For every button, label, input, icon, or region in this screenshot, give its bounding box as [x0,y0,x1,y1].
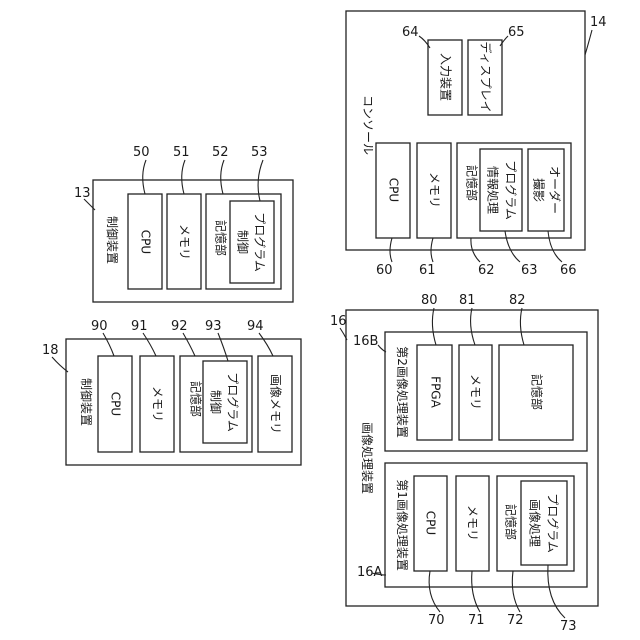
control-18-storage-label: 記憶部 [189,381,204,417]
control-18-image-memory-label: 画像メモリ [269,374,283,434]
console-program-line1: 情報処理 [486,166,500,214]
control-13-cpu-label: CPU [139,230,153,254]
first-program-line1: 画像処理 [528,499,542,547]
control-device-18-title: 制御装置 [79,378,94,426]
first-program-line2: プログラム [546,493,560,553]
console-memory-label: メモリ [428,172,442,208]
ref-18: 18 [42,343,59,358]
second-memory-label: メモリ [469,374,483,410]
fpga-label: FPGA [429,376,443,408]
ref-16a: 16A [357,565,383,580]
console-14: コンソール 14 入力装置 64 ディスプレイ 65 CPU 60 メモリ 61… [346,11,607,278]
ref-64: 64 [402,25,419,40]
second-storage-label: 記憶部 [530,374,545,410]
control-13-program-line1: 制御 [236,230,251,254]
console-input-label: 入力装置 [439,53,453,101]
console-14-title: コンソール [361,95,375,155]
ref-82: 82 [509,293,526,308]
console-storage-label: 記憶部 [465,165,480,201]
control-18-program-line1: 制御 [209,390,224,414]
image-processing-device-16: 画像処理装置 16 第2画像処理装置 16B FPGA 80 メモリ 81 記憶… [330,293,598,634]
control-18-cpu-label: CPU [109,392,123,416]
ref-72: 72 [507,613,524,628]
ref-61: 61 [419,263,436,278]
control-13-program-line2: プログラム [253,212,267,272]
ref-51: 51 [173,145,190,160]
ref-65: 65 [508,25,525,40]
first-cpu-label: CPU [424,511,438,535]
ref-53: 53 [251,145,268,160]
control-device-18: 制御装置 18 CPU 90 メモリ 91 記憶部 92 制御 プログラム 93… [42,319,301,465]
image-processing-16a-title: 第1画像処理装置 [395,479,409,571]
ref-81: 81 [459,293,476,308]
control-13-memory-label: メモリ [178,224,192,260]
console-order-line2: オーダー [548,166,563,214]
ref-90: 90 [91,319,108,334]
ref-73: 73 [560,619,577,634]
console-cpu-label: CPU [387,178,401,202]
ref-14: 14 [590,15,607,30]
control-device-13-title: 制御装置 [105,216,120,264]
ref-71: 71 [468,613,485,628]
ref-80: 80 [421,293,438,308]
image-processing-16b-title: 第2画像処理装置 [395,346,409,438]
ref-92: 92 [171,319,188,334]
first-storage-label: 記憶部 [504,504,519,540]
first-memory-label: メモリ [466,505,480,541]
ref-93: 93 [205,319,222,334]
control-18-program-line2: プログラム [226,372,240,432]
ref-52: 52 [212,145,229,160]
console-display-label: ディスプレイ [479,41,494,112]
ref-13: 13 [74,186,91,201]
ref-16: 16 [330,314,347,329]
ref-62: 62 [478,263,495,278]
control-13-storage-label: 記憶部 [214,220,229,256]
ref-94: 94 [247,319,264,334]
ref-91: 91 [131,319,148,334]
ref-66: 66 [560,263,577,278]
ref-60: 60 [376,263,393,278]
ref-50: 50 [133,145,150,160]
ref-70: 70 [428,613,445,628]
image-processing-16-title: 画像処理装置 [360,422,374,494]
ref-63: 63 [521,263,538,278]
control-device-13: 制御装置 13 CPU 50 メモリ 51 記憶部 52 制御 プログラム 53 [74,145,293,302]
ref-16b: 16B [353,334,378,349]
console-order-line1: 撮影 [532,178,546,202]
control-18-memory-label: メモリ [151,386,165,422]
leader-14 [585,30,592,55]
console-program-line2: プログラム [504,160,518,220]
